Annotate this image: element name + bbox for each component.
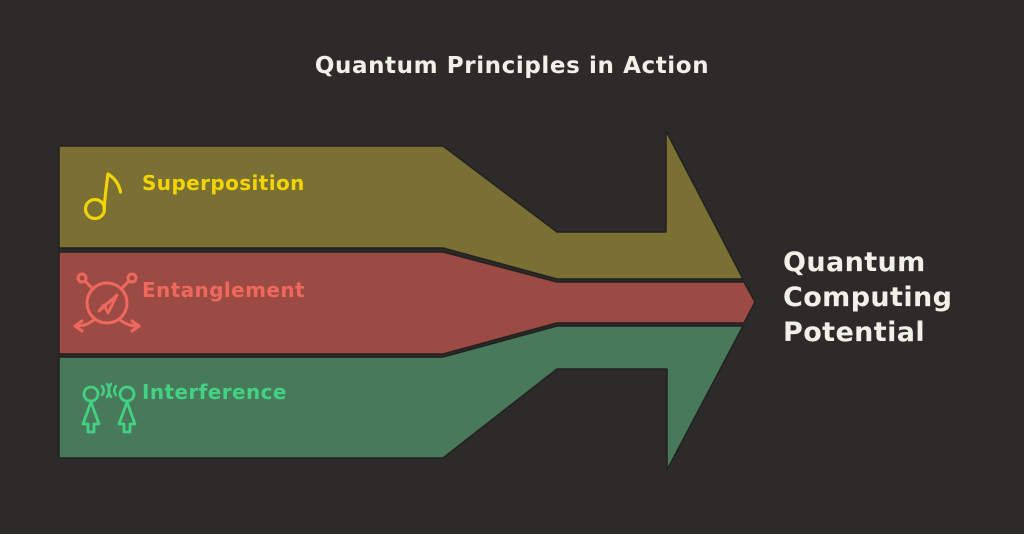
entanglement-band-shape <box>58 251 756 355</box>
superposition-band-shape <box>58 130 744 280</box>
result-line: Quantum <box>783 247 926 278</box>
band-label-entanglement: Entanglement <box>142 278 305 302</box>
result-line: Computing <box>783 282 953 313</box>
band-label-superposition: Superposition <box>142 171 305 195</box>
band-label-interference: Interference <box>142 380 287 404</box>
eighth-note-icon <box>83 172 123 221</box>
diagram-title: Quantum Principles in Action <box>314 53 710 79</box>
entangled-network-icon <box>73 272 141 333</box>
result-text: Quantum Computing Potential <box>783 245 952 350</box>
people-communication-icon <box>81 382 137 434</box>
result-line: Potential <box>783 317 926 348</box>
interference-band-shape <box>58 325 744 471</box>
